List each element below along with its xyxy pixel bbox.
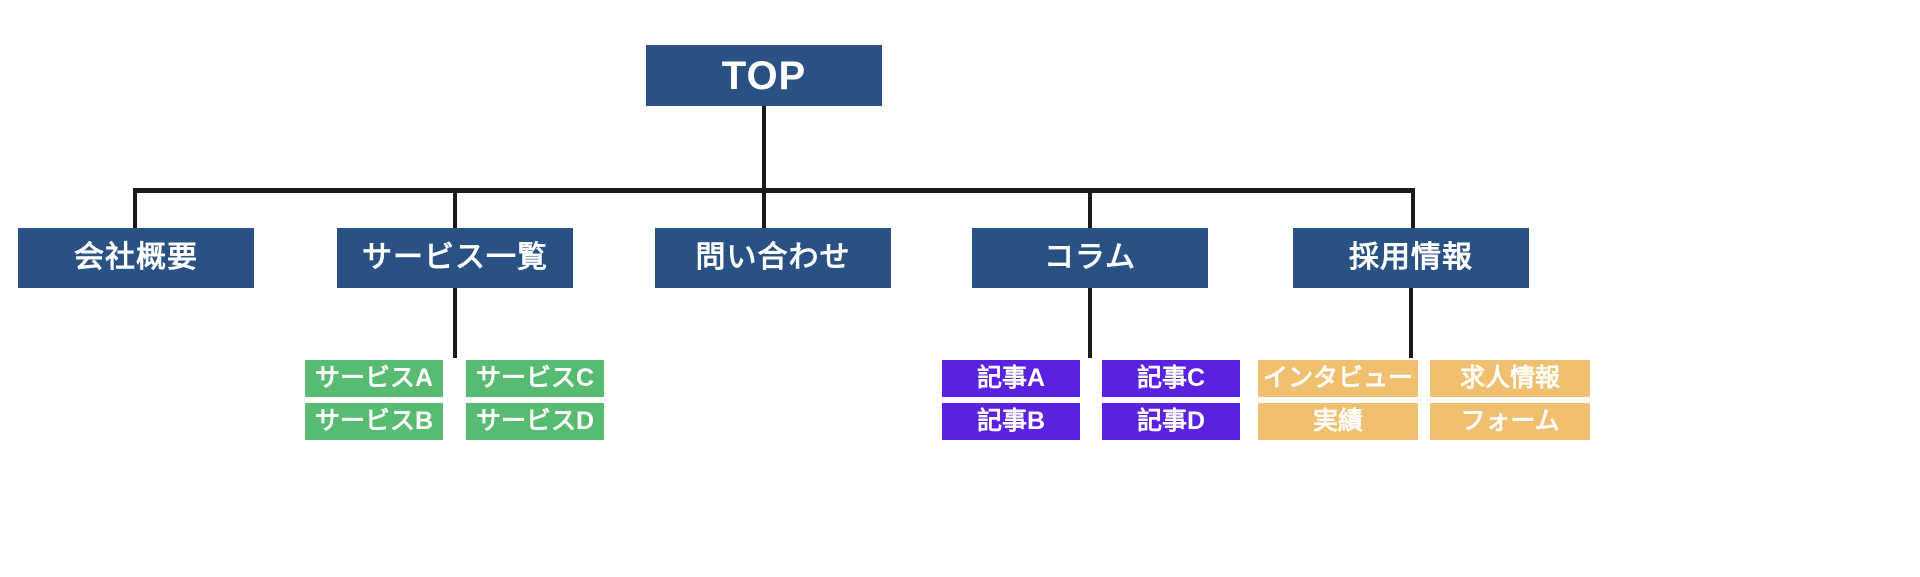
node-article-b[interactable]: 記事B (942, 403, 1080, 440)
node-company-profile[interactable]: 会社概要 (18, 228, 254, 288)
node-contact[interactable]: 問い合わせ (655, 228, 891, 288)
node-interview[interactable]: インタビュー (1258, 360, 1418, 397)
node-achievements[interactable]: 実績 (1258, 403, 1418, 440)
connector-drop-column (1088, 188, 1092, 228)
node-service-d[interactable]: サービスD (466, 403, 604, 440)
node-application-form[interactable]: フォーム (1430, 403, 1590, 440)
connector-services-stem (453, 288, 457, 358)
node-service-b[interactable]: サービスB (305, 403, 443, 440)
connector-drop-contact (762, 188, 766, 228)
node-service-list[interactable]: サービス一覧 (337, 228, 573, 288)
node-article-d[interactable]: 記事D (1102, 403, 1240, 440)
connector-drop-services (453, 188, 457, 228)
connector-drop-company (133, 188, 137, 228)
connector-drop-recruit (1411, 188, 1415, 228)
node-service-c[interactable]: サービスC (466, 360, 604, 397)
node-column[interactable]: コラム (972, 228, 1208, 288)
connector-horizontal-bus (133, 188, 1415, 193)
node-top[interactable]: TOP (646, 45, 882, 106)
connector-column-stem (1088, 288, 1092, 358)
connector-root-stem (762, 106, 766, 191)
node-job-openings[interactable]: 求人情報 (1430, 360, 1590, 397)
node-service-a[interactable]: サービスA (305, 360, 443, 397)
node-recruit-info[interactable]: 採用情報 (1293, 228, 1529, 288)
node-article-c[interactable]: 記事C (1102, 360, 1240, 397)
connector-recruit-stem (1409, 288, 1413, 358)
node-article-a[interactable]: 記事A (942, 360, 1080, 397)
